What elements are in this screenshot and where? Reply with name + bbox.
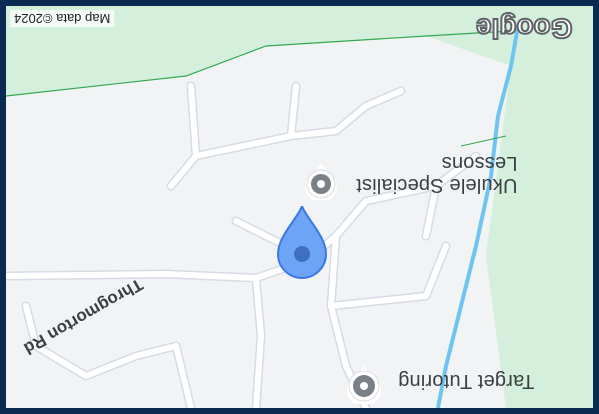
google-logo: Google: [475, 12, 573, 45]
park-area-top: [6, 6, 593, 408]
place-label-ukulele-line2: Lessons: [441, 152, 518, 174]
map-attribution[interactable]: Map data ©2024: [10, 10, 115, 27]
map-base-layer: [6, 6, 593, 408]
location-pin-icon: [276, 202, 328, 279]
place-label-ukulele[interactable]: Ukulele Specialist Lessons: [356, 152, 517, 196]
location-marker[interactable]: [276, 202, 328, 282]
map-view[interactable]: Google Map data ©2024 Ukulele Specialist…: [6, 6, 593, 408]
place-label-target-tutoring[interactable]: Target Tutoring: [398, 370, 534, 392]
park-edge-line: [6, 30, 512, 97]
circle-place-icon: [347, 366, 381, 407]
ukulele-place-pin[interactable]: [302, 162, 340, 203]
water-stream: [436, 25, 520, 408]
place-label-ukulele-line1: Ukulele Specialist: [356, 174, 518, 196]
circle-place-icon: [305, 164, 337, 203]
place-label-target-tutoring-text: Target Tutoring: [398, 370, 535, 392]
target-tutoring-pin[interactable]: [344, 364, 384, 407]
